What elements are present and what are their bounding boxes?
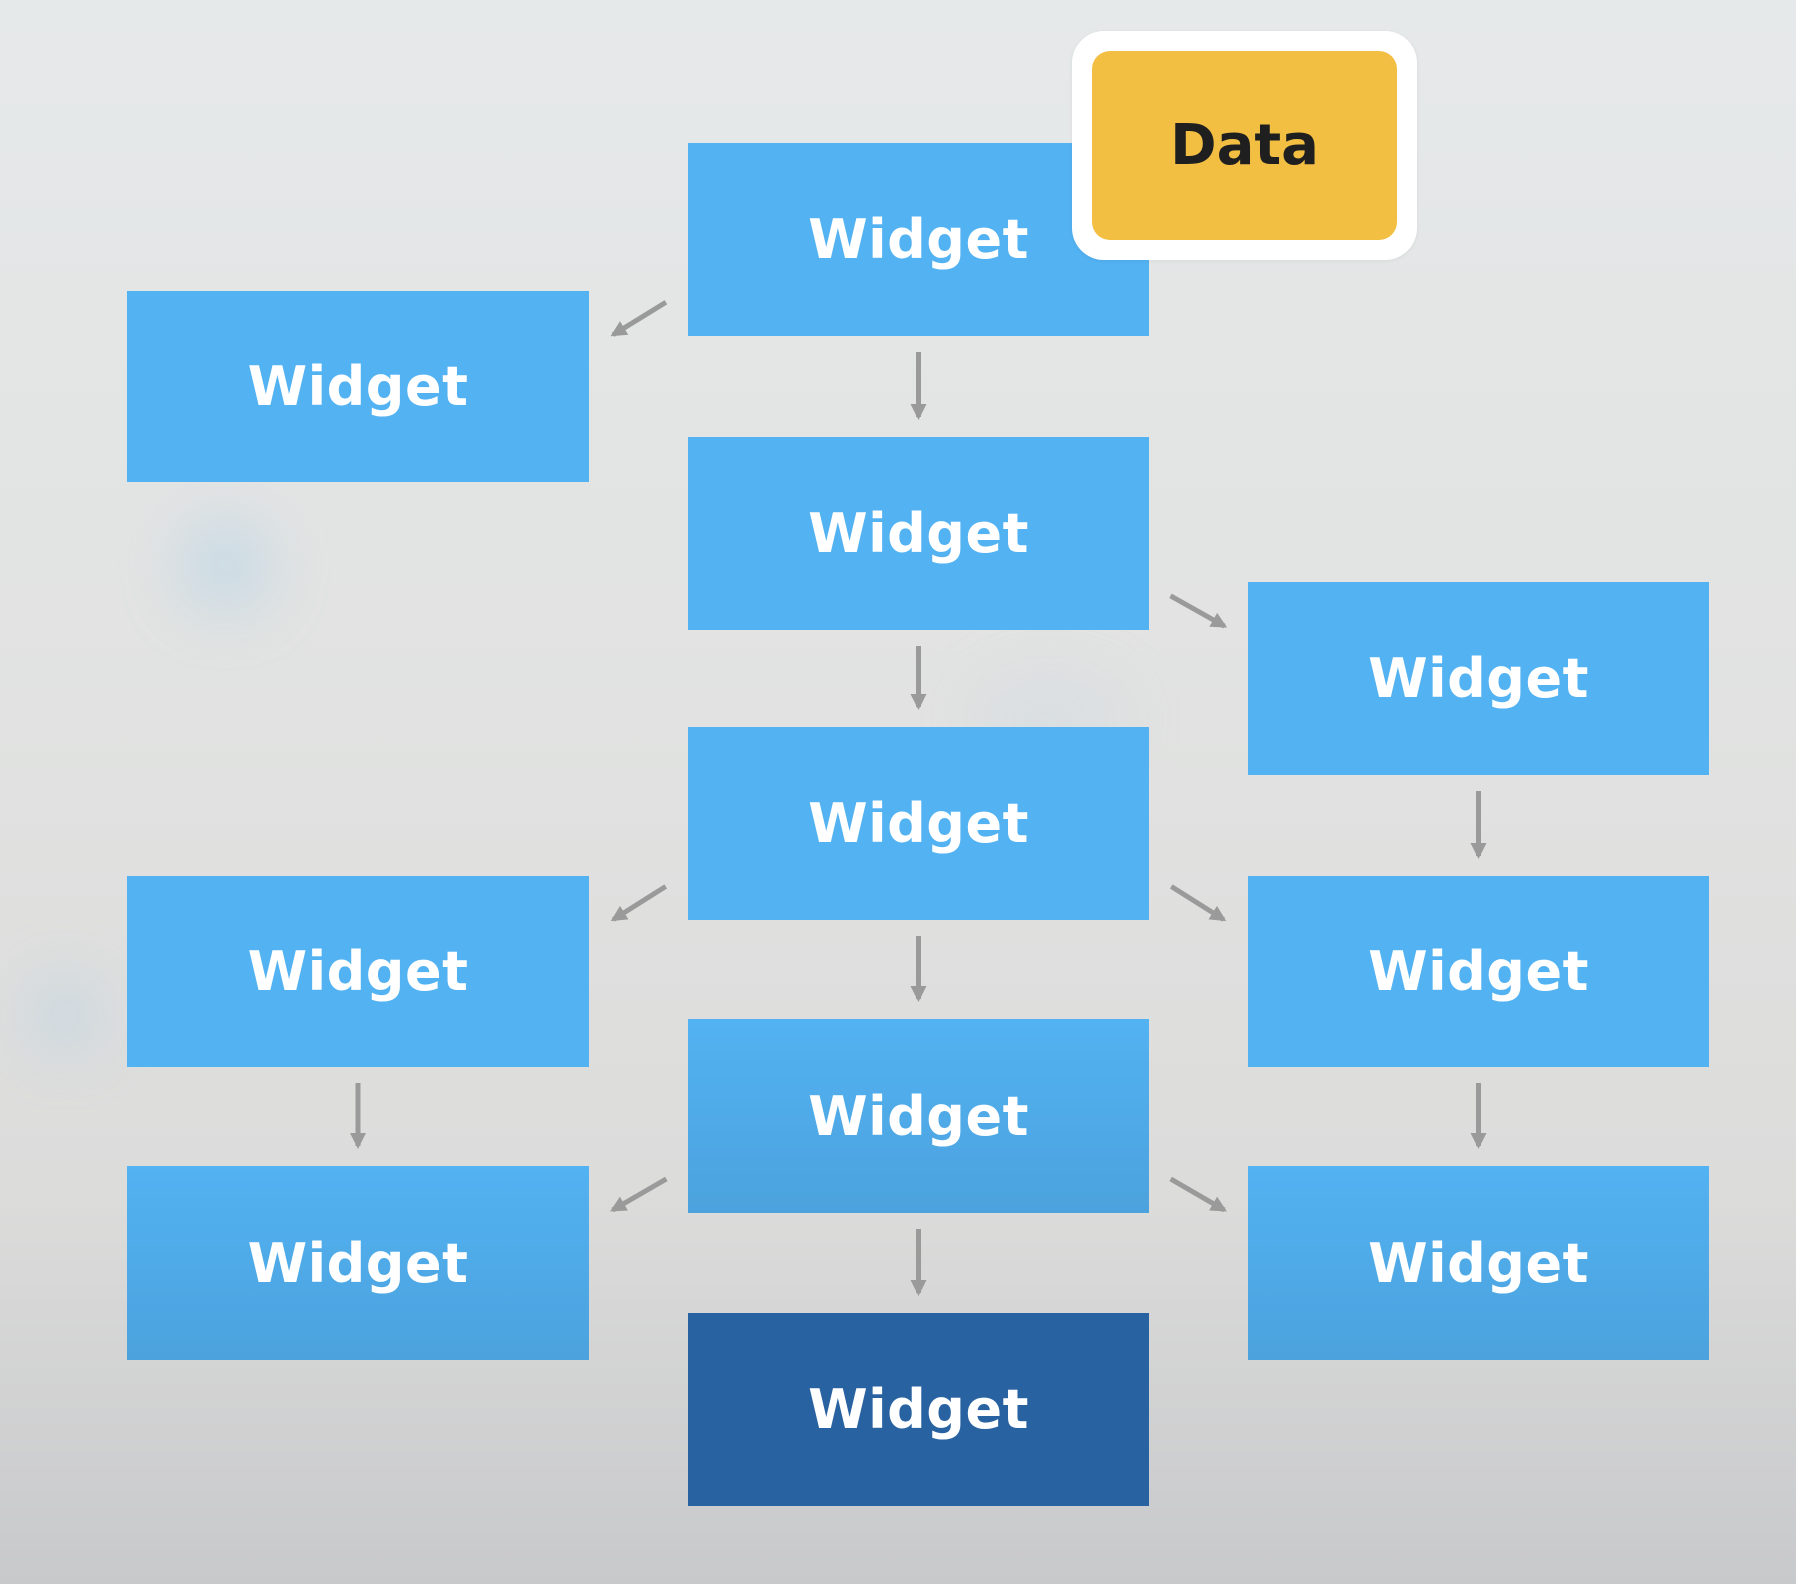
edge-arrow-center-4-to-left-bottom (610, 1176, 668, 1213)
widget-node-center-leaf: Widget (688, 1313, 1149, 1506)
widget-node-left-top: Widget (127, 291, 589, 482)
edge-arrow-center-3-to-right-2 (1169, 884, 1227, 922)
data-node: Data (1092, 51, 1397, 240)
widget-node-left-bottom: Widget (127, 1166, 589, 1360)
data-node-frame: Data (1072, 31, 1417, 260)
edge-arrow-center-3-to-left-mid (610, 884, 668, 922)
widget-node-right-3: Widget (1248, 1166, 1709, 1360)
widget-node-right-2: Widget (1248, 876, 1709, 1067)
widget-node-left-mid: Widget (127, 876, 589, 1067)
widget-node-center-2: Widget (688, 437, 1149, 630)
edge-arrow-center-4-to-right-3 (1169, 1176, 1227, 1213)
widget-node-right-1: Widget (1248, 582, 1709, 775)
widget-node-center-4: Widget (688, 1019, 1149, 1213)
edge-arrow-center-2-to-right-1 (1169, 593, 1228, 629)
edge-arrow-root-to-left-top (610, 300, 668, 337)
widget-node-center-3: Widget (688, 727, 1149, 920)
